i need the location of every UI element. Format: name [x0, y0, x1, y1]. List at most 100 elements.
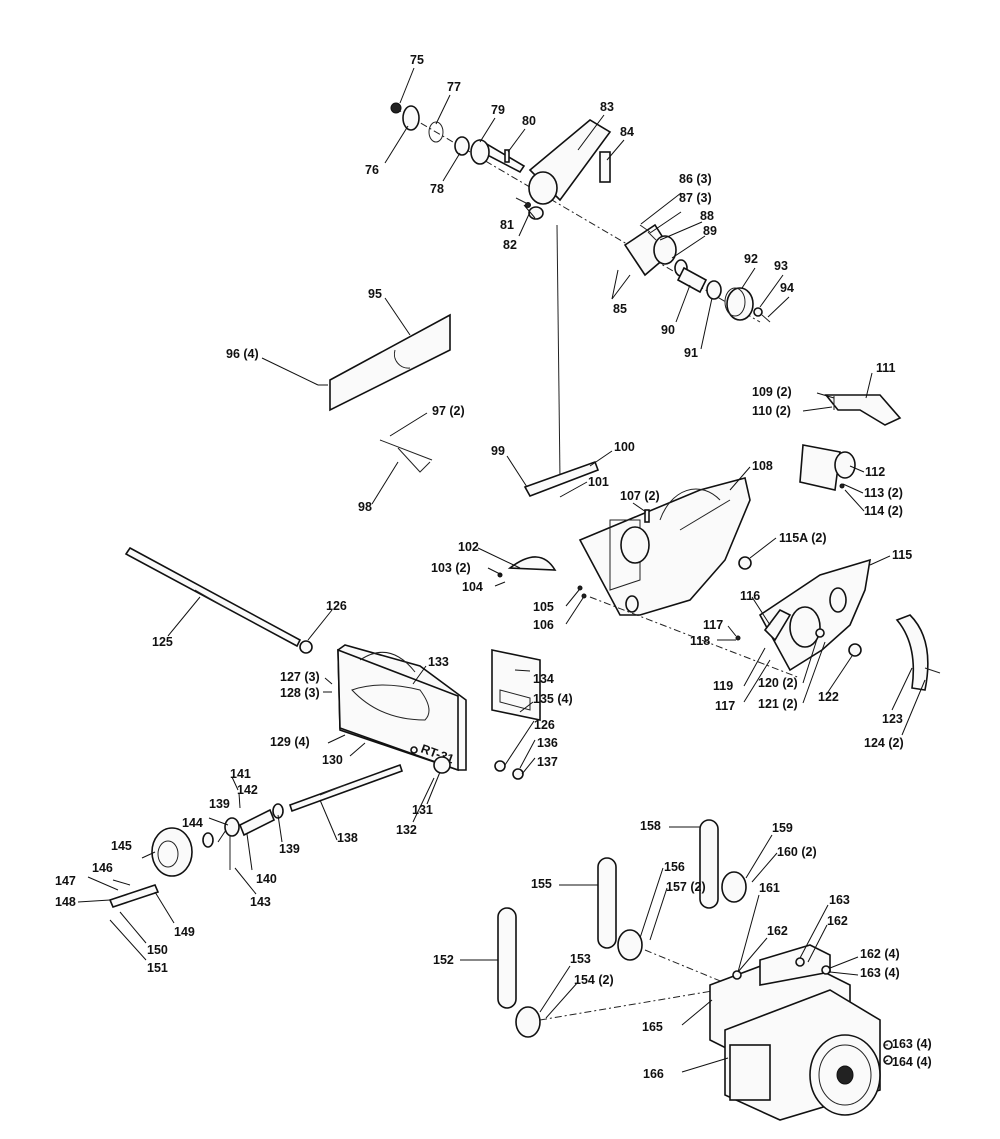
label-135: 135 (4) [533, 692, 573, 706]
label-84: 84 [620, 125, 634, 139]
label-115a: 115A (2) [779, 531, 826, 545]
shaft-assembly [124, 546, 313, 654]
label-75: 75 [410, 53, 424, 67]
tilt-assembly [735, 556, 941, 691]
label-76: 76 [365, 163, 379, 177]
label-78: 78 [430, 182, 444, 196]
label-117b: 117 [715, 699, 735, 713]
leader-lines [77, 67, 926, 1073]
label-128: 128 (3) [280, 686, 320, 700]
label-93: 93 [774, 259, 788, 273]
label-119: 119 [713, 679, 733, 693]
label-107: 107 (2) [620, 489, 660, 503]
bearing-78 [454, 136, 470, 156]
label-147: 147 [55, 874, 76, 888]
shaft-138 [288, 763, 404, 813]
label-123: 123 [882, 712, 903, 726]
label-111: 111 [876, 361, 896, 375]
label-131: 131 [412, 803, 433, 817]
label-125: 125 [152, 635, 173, 649]
label-163b: 163 (4) [860, 966, 900, 980]
label-94: 94 [780, 281, 794, 295]
label-80: 80 [522, 114, 536, 128]
screw-94 [761, 314, 771, 323]
label-100: 100 [614, 440, 635, 454]
segment-123 [895, 614, 929, 691]
belt-158 [699, 819, 719, 909]
label-164: 164 (4) [892, 1055, 932, 1069]
plate-134 [491, 649, 541, 721]
label-92: 92 [744, 252, 758, 266]
label-136: 136 [537, 736, 558, 750]
label-162a: 162 [767, 924, 788, 938]
label-151: 151 [147, 961, 168, 975]
label-127: 127 (3) [280, 670, 320, 684]
label-87: 87 (3) [679, 191, 712, 205]
label-166: 166 [643, 1067, 664, 1081]
label-103: 103 (2) [431, 561, 471, 575]
collar-140 [238, 808, 276, 837]
label-98: 98 [358, 500, 372, 514]
label-143: 143 [250, 895, 271, 909]
label-118: 118 [690, 634, 710, 648]
label-102: 102 [458, 540, 479, 554]
label-133: 133 [428, 655, 449, 669]
label-113: 113 (2) [864, 486, 903, 500]
label-89: 89 [703, 224, 717, 238]
trunnion-assembly [497, 224, 801, 679]
label-139b: 139 [279, 842, 300, 856]
label-106: 106 [533, 618, 554, 632]
label-82: 82 [503, 238, 517, 252]
label-163c: 163 (4) [892, 1037, 932, 1051]
label-105: 105 [533, 600, 554, 614]
label-85: 85 [613, 302, 627, 316]
label-101: 101 [588, 475, 609, 489]
label-146: 146 [92, 861, 113, 875]
shaft-125 [124, 546, 302, 648]
label-145: 145 [111, 839, 132, 853]
label-156: 156 [664, 860, 685, 874]
bearing-91 [706, 280, 722, 300]
handwheel-assembly [108, 760, 524, 908]
plate-84 [599, 151, 611, 183]
label-160: 160 (2) [777, 845, 817, 859]
label-148: 148 [55, 895, 76, 909]
label-165: 165 [642, 1020, 663, 1034]
bracket-102 [507, 556, 557, 571]
label-120: 120 (2) [758, 676, 798, 690]
screw-105 [577, 585, 583, 591]
pulley-153 [515, 1006, 541, 1038]
washer-106 [581, 593, 587, 599]
pulley-156 [617, 929, 643, 961]
pulley-159 [721, 871, 747, 903]
knob-122 [848, 643, 862, 657]
label-158: 158 [640, 819, 661, 833]
label-150: 150 [147, 943, 168, 957]
front-panel-133: RT-31 [337, 644, 467, 774]
bracket-111 [824, 394, 902, 426]
label-81: 81 [500, 218, 514, 232]
label-162c: 162 (4) [860, 947, 900, 961]
nut-75 [390, 102, 402, 114]
label-90: 90 [661, 323, 675, 337]
cover-plate-assembly [318, 313, 451, 473]
label-110: 110 (2) [752, 404, 791, 418]
belt-drive-assembly [497, 819, 747, 1038]
bushing-115a [738, 556, 752, 570]
label-138: 138 [337, 831, 358, 845]
label-134: 134 [533, 672, 554, 686]
label-149: 149 [174, 925, 195, 939]
label-109: 109 (2) [752, 385, 792, 399]
label-114: 114 (2) [864, 504, 903, 518]
label-157: 157 (2) [666, 880, 706, 894]
label-155: 155 [531, 877, 552, 891]
label-99: 99 [491, 444, 505, 458]
label-132: 132 [396, 823, 417, 837]
washer-93 [753, 307, 763, 317]
handle-149 [108, 884, 160, 908]
label-108: 108 [752, 459, 773, 473]
label-91: 91 [684, 346, 698, 360]
label-88: 88 [700, 209, 714, 223]
label-142: 142 [237, 783, 258, 797]
